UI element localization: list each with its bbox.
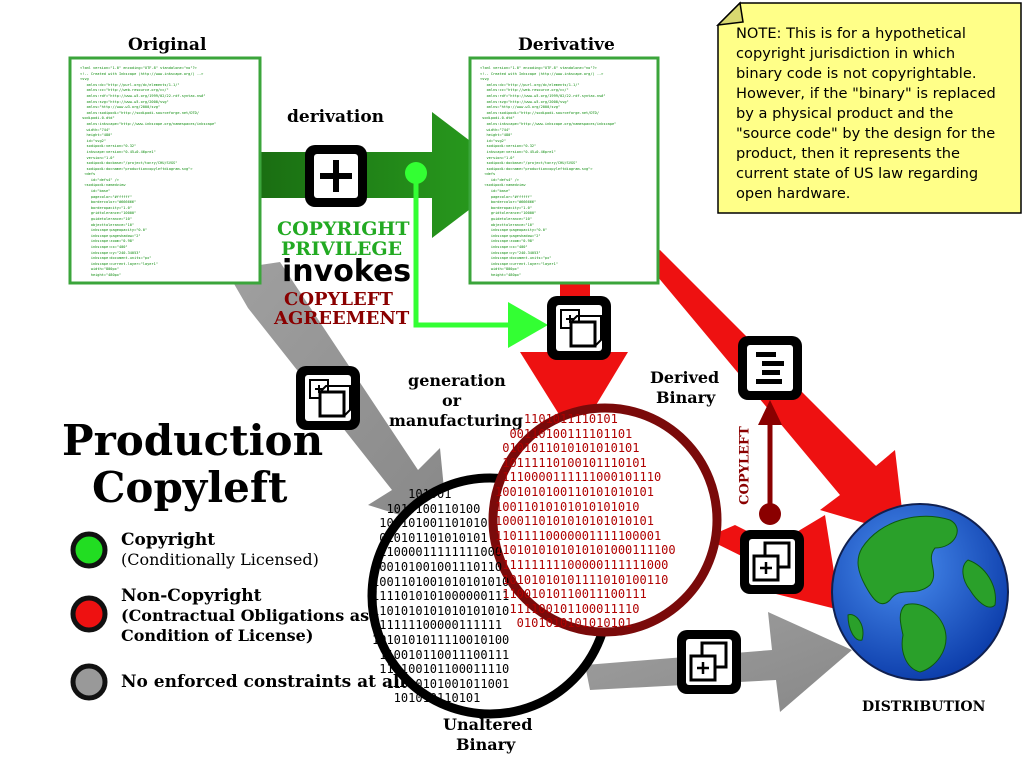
copyleft-vertical-label: COPYLEFT [737, 426, 753, 505]
legend-copyright-label: Copyright [121, 530, 216, 550]
note-line: by a physical product and the [736, 105, 954, 122]
main-title-line2: Copyleft [92, 463, 288, 512]
duplicate-icon [740, 530, 804, 594]
derivative-source-code: <?xml version="1.0" encoding="UTF-8" sta… [480, 66, 617, 277]
copyright-privilege-line1: COPYRIGHT [277, 218, 410, 240]
copyright-connector [413, 173, 512, 328]
original-source-code: <?xml version="1.0" encoding="UTF-8" sta… [80, 66, 217, 277]
invokes-label: invokes [282, 254, 412, 289]
unaltered-binary-label-line2: Binary [456, 735, 516, 754]
copy-icon [547, 296, 611, 360]
legend-none-label: No enforced constraints at all [121, 672, 406, 692]
note-text: NOTE: This is for a hypothetical copyrig… [736, 24, 996, 204]
derived-binary-label-line1: Derived [650, 368, 720, 387]
note-line: "source code" by the design for the [736, 125, 996, 142]
globe-icon [831, 503, 1009, 681]
generation-label-line1: generation [408, 371, 506, 390]
derivation-label: derivation [287, 107, 385, 127]
legend-noncopyright-sublabel1: (Contractual Obligations as [121, 606, 370, 625]
duplicate-icon [677, 630, 741, 694]
unaltered-binary-label-line1: Unaltered [443, 715, 533, 734]
note-line: copyright jurisdiction in which [736, 45, 956, 62]
copyleft-agreement-line2: AGREEMENT [274, 308, 410, 329]
generation-label-line2: or [442, 391, 462, 410]
legend-noncopyright-dot [70, 595, 108, 633]
plus-icon [305, 145, 367, 207]
note-line: open hardware. [736, 185, 851, 202]
derived-binary-digits: 1101011110101 00110100111101101 01010110… [495, 412, 676, 627]
note-box [715, 1, 1022, 214]
main-title-line1: Production [62, 416, 324, 465]
original-document [68, 56, 262, 285]
legend-noncopyright-sublabel2: Condition of License) [121, 626, 314, 645]
derivative-title: Derivative [518, 35, 615, 55]
note-line: NOTE: This is for a hypothetical [736, 25, 966, 42]
legend-copyright-sublabel: (Conditionally Licensed) [121, 550, 319, 569]
copyleft-arrowhead [758, 400, 782, 425]
note-line: current state of US law regarding [736, 165, 979, 182]
derived-binary-circle [488, 403, 722, 637]
note-line: product, then it represents the [736, 145, 960, 162]
legend-noncopyright-label: Non-Copyright [121, 586, 262, 606]
derived-binary-label-line2: Binary [656, 388, 716, 407]
copyleft-agreement-line1: COPYLEFT [284, 289, 393, 310]
source-document-icon [738, 336, 802, 400]
copyright-arrowhead [508, 302, 548, 348]
derivative-document [468, 56, 660, 285]
derivation-arrow [258, 112, 515, 238]
original-title: Original [128, 35, 207, 55]
copyleft-dot [759, 503, 781, 525]
note-line: However, if the "binary" is replaced [736, 85, 996, 102]
copy-icon [296, 366, 360, 430]
copyright-privilege-line2: PRIVILEGE [281, 238, 403, 260]
legend-copyright-dot [70, 531, 108, 569]
note-line: binary code is not copyrightable. [736, 65, 977, 82]
legend-none-dot [70, 663, 108, 701]
unaltered-binary-digits: 101001 1010100110100 100101001101010 010… [372, 487, 510, 706]
generation-label-line3: manufacturing [389, 411, 523, 430]
distribution-label: DISTRIBUTION [862, 699, 986, 715]
